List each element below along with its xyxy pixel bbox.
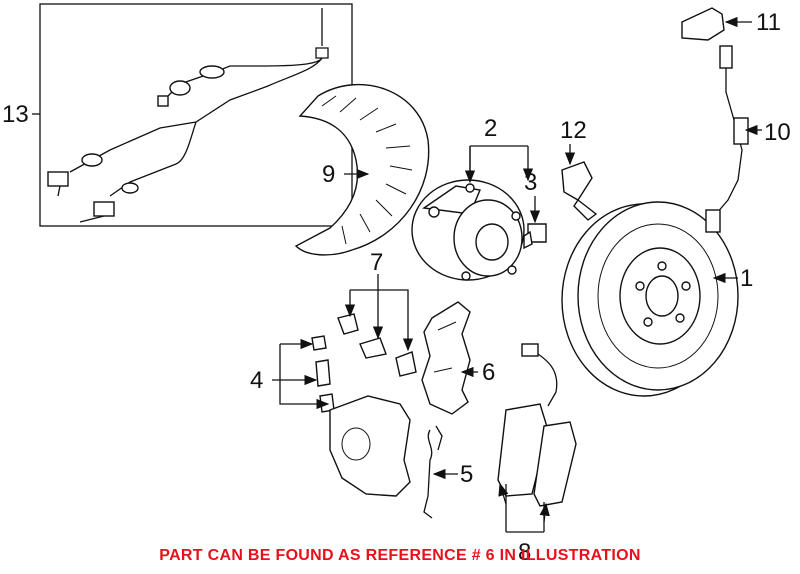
brake-pads [497,343,577,507]
brake-hose [681,7,749,233]
callout-11: 11 [756,9,781,36]
wheel-hub [411,179,525,281]
speed-sensor [561,161,598,221]
callout-4: 4 [250,367,263,394]
brake-rotor [561,201,739,397]
abs-wiring-harness-inset [39,3,353,227]
callout-3: 3 [524,169,537,196]
callout-8: 8 [518,539,531,566]
callout-9: 9 [322,161,335,188]
anti-rattle-spring [423,425,443,519]
guide-pins [337,313,417,377]
reference-note: PART CAN BE FOUND AS REFERENCE # 6 IN IL… [159,547,641,564]
callout-5: 5 [460,461,473,488]
callout-7: 7 [370,249,383,276]
caliper-bracket [421,301,471,415]
hub-bolt [523,223,547,250]
callout-10: 10 [764,119,791,146]
bleeder-screw-set [311,335,335,413]
splash-shield [294,83,430,256]
callout-13: 13 [2,101,29,128]
callout-2: 2 [484,115,497,142]
callout-12: 12 [560,117,587,144]
brake-caliper [329,395,411,497]
callout-1: 1 [740,265,753,292]
leader-lines [32,16,762,533]
callout-6: 6 [482,359,495,386]
